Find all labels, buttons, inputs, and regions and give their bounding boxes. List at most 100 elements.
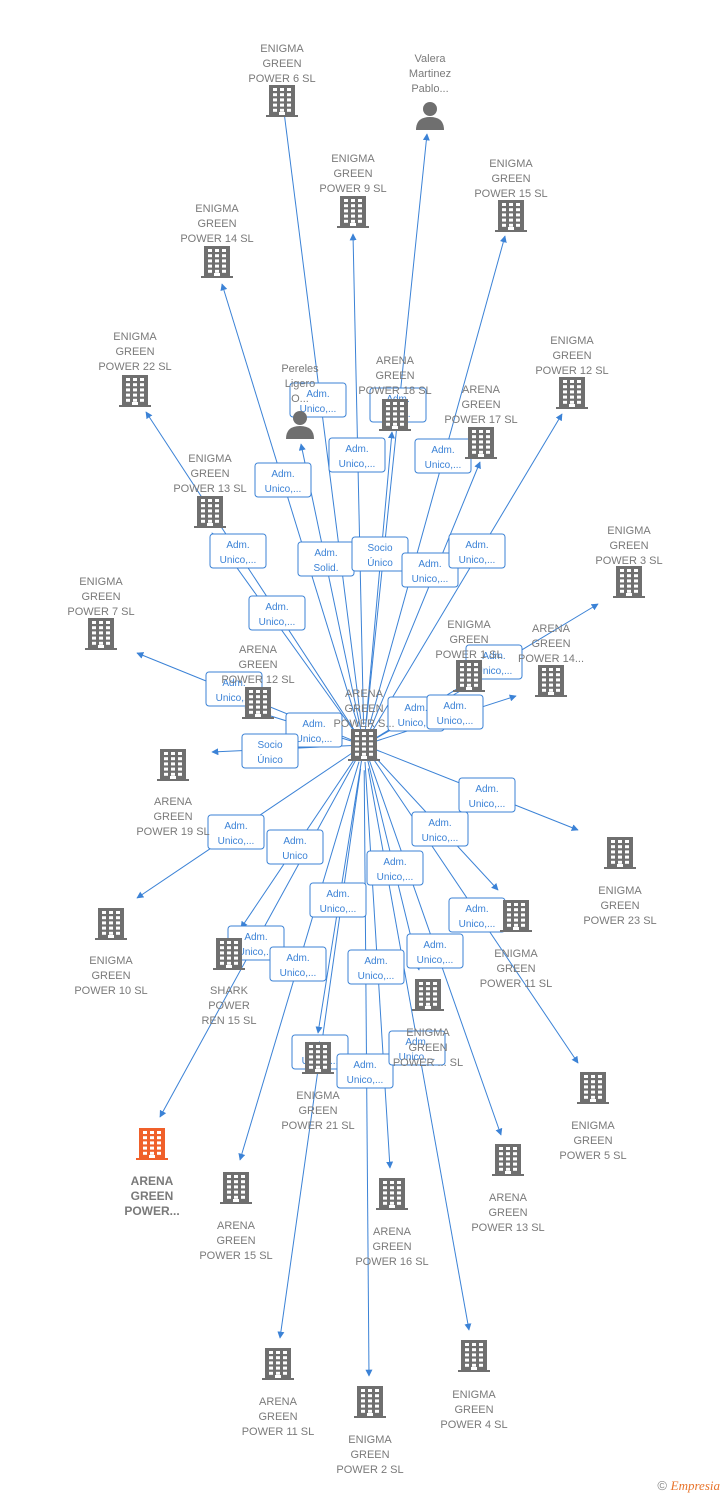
- edge-label-enigma21[interactable]: Adm. Unico,...: [309, 882, 367, 918]
- node-label-arena19-line: ARENA: [154, 796, 193, 808]
- building-icon[interactable]: [613, 566, 645, 598]
- building-icon[interactable]: [577, 1072, 609, 1104]
- building-icon[interactable]: [465, 427, 497, 459]
- edge-label-pereles[interactable]: Adm.Solid.: [297, 541, 355, 577]
- node-label-enigma5-line: ENIGMA: [571, 1120, 615, 1132]
- node-label-enigma21-line: POWER 21 SL: [281, 1120, 354, 1132]
- edge-label-enigma2[interactable]: Adm.Unico,...: [336, 1053, 394, 1089]
- person-icon[interactable]: [286, 411, 314, 439]
- edge-label-enigma14[interactable]: Adm.Unico,...: [254, 462, 312, 498]
- edge-label-arena17[interactable]: Adm.Unico,...: [401, 552, 459, 588]
- edge-label-enigma12[interactable]: Adm.Unico,...: [448, 533, 506, 569]
- node-label-enigma22-line: GREEN: [115, 346, 154, 358]
- building-icon[interactable]: [213, 938, 245, 970]
- building-icon[interactable]: [337, 196, 369, 228]
- edge-label-enigma13[interactable]: Adm.Unico,...: [248, 595, 306, 631]
- edge-label-enigma6[interactable]: Adm.Unico,...: [289, 382, 347, 418]
- building-icon[interactable]: [119, 375, 151, 407]
- edge-label-arena14[interactable]: Adm.Unico,...: [426, 694, 484, 730]
- person-icon[interactable]: [416, 102, 444, 130]
- building-icon[interactable]: [604, 837, 636, 869]
- edge-label-enigma22[interactable]: Adm.Unico,...: [209, 533, 267, 569]
- node-label-enigma11-line: GREEN: [496, 963, 535, 975]
- building-icon[interactable]: [492, 1144, 524, 1176]
- edge-label-enigma23[interactable]: Adm.Unico,...: [458, 777, 516, 813]
- edge-label-text: Unico,...: [218, 836, 255, 847]
- node-label-arena12-line: GREEN: [238, 659, 277, 671]
- center-building-icon[interactable]: [348, 729, 380, 761]
- node-label-arena11-line: POWER 11 SL: [242, 1426, 315, 1438]
- node-label-enigma10-line: ENIGMA: [89, 955, 133, 967]
- edge-label-arena16[interactable]: Adm.Unico,...: [347, 949, 405, 985]
- node-label-arena16-line: POWER 16 SL: [355, 1256, 428, 1268]
- building-icon[interactable]: [157, 749, 189, 781]
- building-icon[interactable]: [95, 908, 127, 940]
- edge-label-shark15[interactable]: Adm.Unico: [266, 829, 324, 865]
- building-icon[interactable]: [376, 1178, 408, 1210]
- edge-label-text: Unico,...: [398, 718, 435, 729]
- edge-label-text: Adm.: [326, 889, 349, 900]
- edge-label-enigma9[interactable]: Adm.Unico,...: [328, 437, 386, 473]
- node-label-enigma3-line: GREEN: [609, 540, 648, 552]
- highlighted-building-icon[interactable]: [136, 1128, 168, 1160]
- edge-label-enigma10[interactable]: Adm.Unico,...: [207, 814, 265, 850]
- building-icon[interactable]: [412, 979, 444, 1011]
- node-label-enigma23-line: GREEN: [600, 900, 639, 912]
- edge-label-enigma4[interactable]: Adm.Unico,...: [388, 1030, 446, 1066]
- node-label-arena18-line: POWER 18 SL: [358, 385, 431, 397]
- building-icon[interactable]: [85, 618, 117, 650]
- node-label-enigma6-line: GREEN: [262, 58, 301, 70]
- edge-label-enigma15[interactable]: Adm.Unico,...: [414, 438, 472, 474]
- building-icon[interactable]: [495, 200, 527, 232]
- edge-label-arena15[interactable]: Adm.Unico,...: [269, 946, 327, 982]
- building-icon[interactable]: [194, 496, 226, 528]
- edge-label-arena12[interactable]: Adm.Unico,...: [285, 712, 343, 748]
- node-label-arena19-line: POWER 19 SL: [136, 826, 209, 838]
- building-icon[interactable]: [458, 1340, 490, 1372]
- node-label-enigma12-line: POWER 12 SL: [535, 365, 608, 377]
- building-icon[interactable]: [500, 900, 532, 932]
- edge-arena18: [364, 431, 395, 733]
- edge-label-text: Unico,...: [339, 459, 376, 470]
- edge-label-enigmaX[interactable]: Adm.Unico,...: [366, 850, 424, 886]
- building-icon[interactable]: [262, 1348, 294, 1380]
- building-icon[interactable]: [302, 1042, 334, 1074]
- building-icon[interactable]: [535, 665, 567, 697]
- building-icon[interactable]: [220, 1172, 252, 1204]
- node-label-enigma2-line: GREEN: [350, 1449, 389, 1461]
- edge-label-arena13[interactable]: Adm.Unico,...: [406, 933, 464, 969]
- edge-label-text: Unico,...: [320, 904, 357, 915]
- edge-label-text: Adm.: [283, 836, 306, 847]
- building-icon[interactable]: [266, 85, 298, 117]
- edge-label-enigma5[interactable]: Adm.Unico,...: [448, 897, 506, 933]
- node-label-enigmaX-line: POWER ... SL: [393, 1057, 463, 1069]
- edge-label-text: Adm.: [314, 548, 337, 559]
- building-icon[interactable]: [354, 1386, 386, 1418]
- node-label-valera-line: Pablo...: [411, 83, 448, 95]
- edge-label-text: Adm.: [404, 703, 427, 714]
- edge-label-text: Unico,...: [399, 1052, 436, 1063]
- brand-logo[interactable]: Empresia: [670, 1478, 720, 1493]
- edge-label-enigma11[interactable]: Adm.Unico,...: [411, 811, 469, 847]
- building-icon[interactable]: [556, 377, 588, 409]
- building-icon[interactable]: [201, 246, 233, 278]
- building-icon[interactable]: [453, 660, 485, 692]
- edge-label-text: Adm.: [265, 602, 288, 613]
- node-label-enigma13-line: ENIGMA: [188, 453, 232, 465]
- building-icon[interactable]: [379, 399, 411, 431]
- building-icon[interactable]: [242, 687, 274, 719]
- node-label-valera-line: Valera: [415, 53, 447, 65]
- node-label-enigma15-line: POWER 15 SL: [474, 188, 547, 200]
